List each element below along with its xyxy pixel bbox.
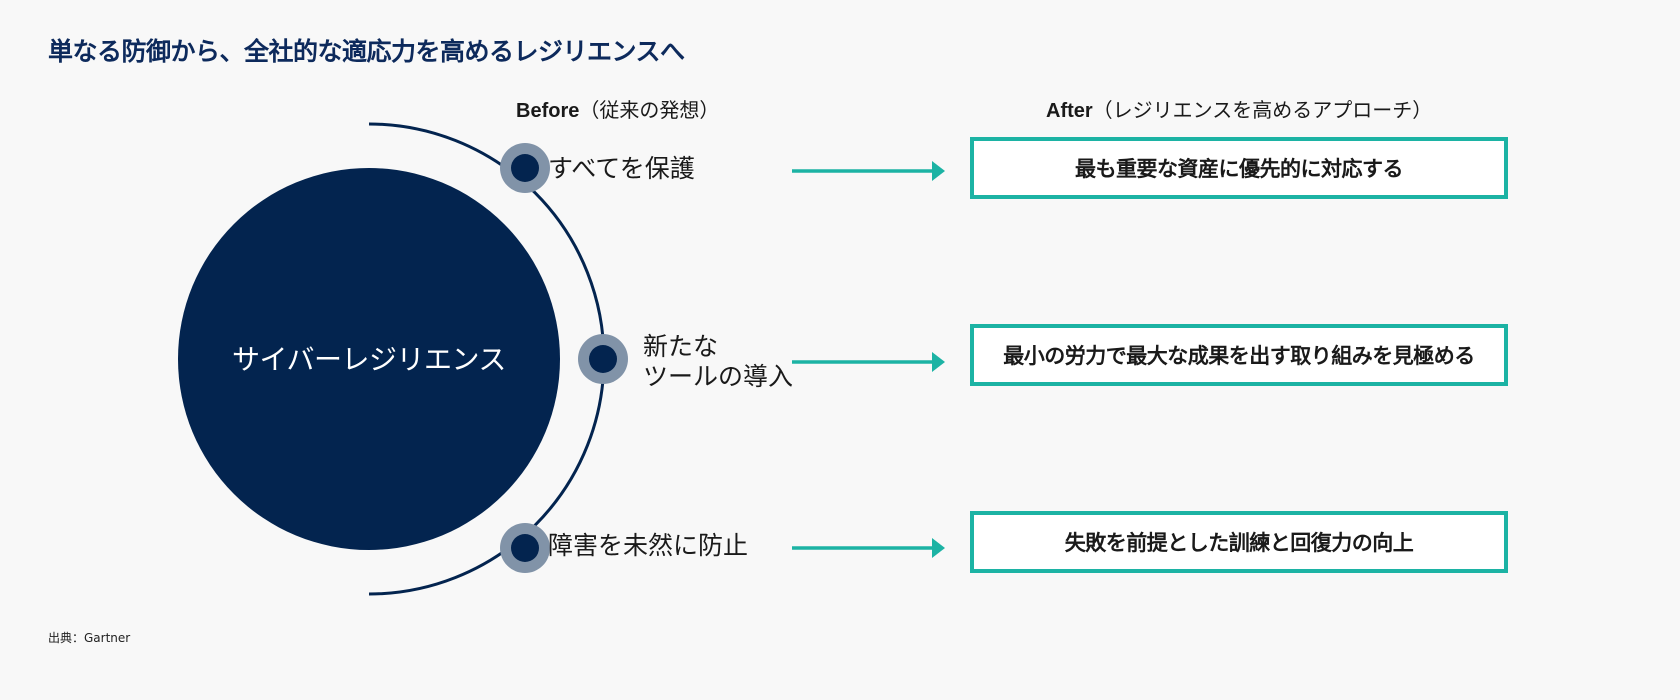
before-item: すべてを保護: [548, 154, 695, 184]
after-item-box: 最も重要な資産に優先的に対応する: [970, 137, 1508, 199]
before-item-text: 新たな: [643, 332, 719, 361]
after-item-text: 最小の労力で最大な成果を出す取り組みを見極める: [1003, 344, 1475, 368]
after-item-box: 失敗を前提とした訓練と回復力の向上: [970, 511, 1508, 573]
source-note: 出典：Gartner: [48, 631, 131, 645]
core-circle: [178, 168, 560, 550]
before-item-text-line2: ツールの導入: [643, 362, 794, 391]
after-item-text: 失敗を前提とした訓練と回復力の向上: [1064, 531, 1414, 555]
before-item: 新たな ツールの導入: [643, 332, 793, 392]
arrow-icon: [792, 352, 945, 372]
node-1: [500, 143, 550, 193]
after-header-rest: （レジリエンスを高めるアプローチ）: [1092, 98, 1433, 122]
page-title: 単なる防御から、全社的な適応力を高めるレジリエンスへ: [48, 37, 685, 66]
after-header: After（レジリエンスを高めるアプローチ）: [1046, 94, 1432, 123]
before-item: 障害を未然に防止: [548, 531, 748, 561]
before-header-bold: Before: [516, 100, 580, 122]
before-header: Before（従来の発想）: [516, 94, 719, 123]
arrow-icon: [792, 161, 945, 181]
after-item-box: 最小の労力で最大な成果を出す取り組みを見極める: [970, 324, 1508, 386]
after-header-bold: After: [1046, 100, 1093, 122]
after-item-text: 最も重要な資産に優先的に対応する: [1075, 157, 1404, 181]
before-header-rest: （従来の発想）: [579, 98, 720, 122]
before-item-text: すべてを保護: [548, 154, 695, 183]
arrow-icon: [792, 538, 945, 558]
node-2: [578, 334, 628, 384]
before-item-text: 障害を未然に防止: [548, 531, 749, 560]
node-3: [500, 523, 550, 573]
core-label: サイバーレジリエンス: [232, 343, 506, 376]
